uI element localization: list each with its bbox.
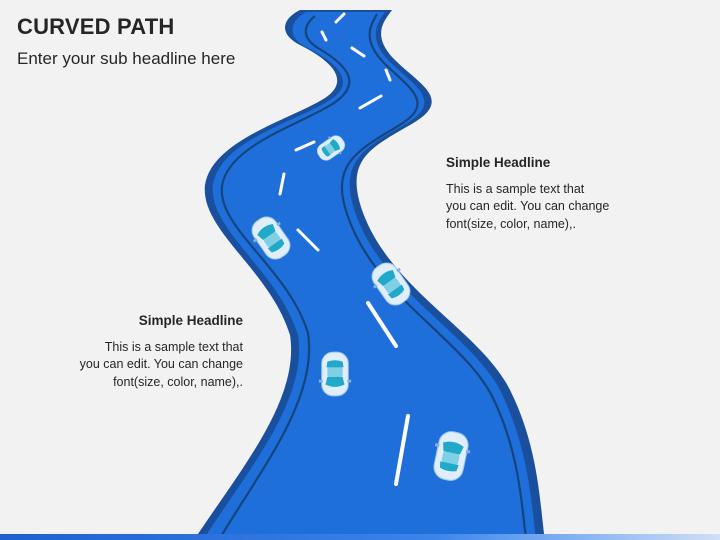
block-headline: Simple Headline <box>138 313 243 328</box>
text-block-left: Simple Headline This is a sample text th… <box>48 312 243 391</box>
lane-dash <box>366 301 398 348</box>
block-text-line: font(size, color, name),. <box>113 374 243 389</box>
slide-subtitle: Enter your sub headline here <box>17 49 236 68</box>
block-text-line: This is a sample text that <box>104 339 243 354</box>
text-block-right: Simple Headline This is a sample text th… <box>446 154 636 233</box>
road-surface <box>203 12 536 540</box>
lane-dash <box>278 172 286 196</box>
lane-dash <box>394 414 410 486</box>
lane-dash <box>294 140 316 152</box>
lane-dash <box>384 68 392 82</box>
block-text-line: you can edit. You can change <box>79 357 243 371</box>
car-icon <box>318 351 352 397</box>
block-text-line: you can edit. You can change <box>446 199 610 213</box>
block-text-line: font(size, color, name),. <box>446 216 576 231</box>
block-headline: Simple Headline <box>446 155 551 170</box>
lane-dash <box>334 12 346 24</box>
block-text-line: This is a sample text that <box>446 181 585 196</box>
right-edge-line <box>340 13 528 539</box>
left-edge-line <box>219 15 351 539</box>
slide-title: CURVED PATH <box>17 14 175 39</box>
bottom-accent-bar <box>0 534 720 540</box>
lane-dash <box>296 228 320 252</box>
lane-dash <box>350 46 366 58</box>
lane-dash <box>358 94 383 110</box>
lane-dash <box>320 30 328 42</box>
